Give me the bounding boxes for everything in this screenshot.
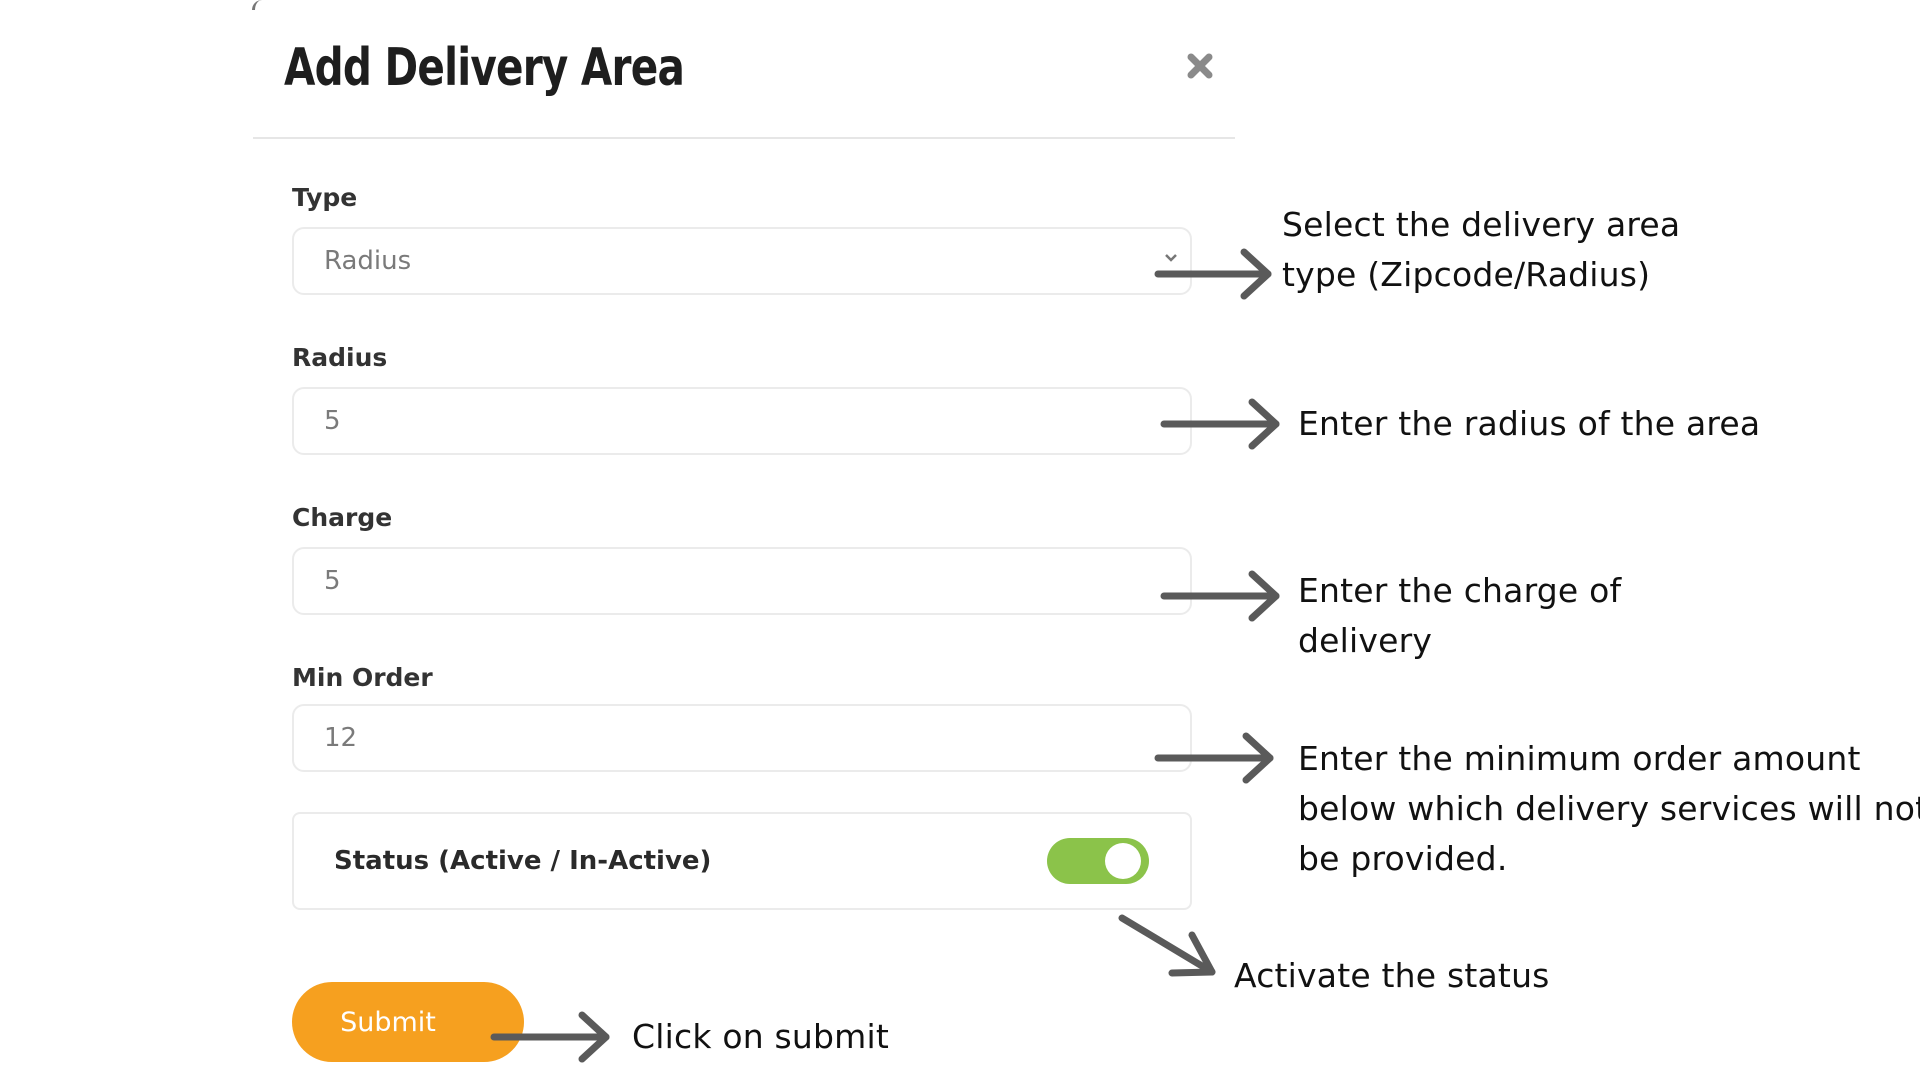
radius-input[interactable]: 5 <box>292 387 1192 455</box>
chevron-down-icon <box>1165 254 1177 262</box>
close-button[interactable] <box>1186 52 1214 80</box>
close-icon <box>1187 53 1213 79</box>
type-label: Type <box>292 183 358 212</box>
annotation-min-order-line-1: Enter the minimum order amount <box>1298 739 1861 778</box>
annotation-charge-line-2: delivery <box>1298 621 1433 660</box>
annotation-type: Select the delivery area type (Zipcode/R… <box>1282 200 1680 300</box>
annotation-submit: Click on submit <box>632 1012 889 1062</box>
annotation-charge: Enter the charge of delivery <box>1298 566 1621 666</box>
radius-label: Radius <box>292 343 388 372</box>
min-order-input-value: 12 <box>324 723 358 753</box>
corner-mark <box>252 0 265 10</box>
status-toggle[interactable] <box>1047 838 1149 884</box>
min-order-label: Min Order <box>292 663 433 692</box>
type-select[interactable]: Radius <box>292 227 1192 295</box>
header-divider <box>253 137 1235 139</box>
submit-button[interactable]: Submit <box>292 982 524 1062</box>
status-label: Status (Active / In-Active) <box>334 846 712 876</box>
annotation-radius-line-1: Enter the radius of the area <box>1298 404 1761 443</box>
annotation-submit-line-1: Click on submit <box>632 1017 890 1056</box>
radius-input-value: 5 <box>324 406 341 436</box>
annotation-charge-line-1: Enter the charge of <box>1298 571 1622 610</box>
annotation-type-line-1: Select the delivery area <box>1282 205 1681 244</box>
charge-input-value: 5 <box>324 566 341 596</box>
charge-input[interactable]: 5 <box>292 547 1192 615</box>
arrow-icon-status <box>1118 914 1216 977</box>
type-select-value: Radius <box>324 246 412 276</box>
status-row: Status (Active / In-Active) <box>292 812 1192 910</box>
annotation-status: Activate the status <box>1234 951 1550 1001</box>
min-order-input[interactable]: 12 <box>292 704 1192 772</box>
toggle-knob <box>1105 843 1141 879</box>
annotation-status-line-1: Activate the status <box>1234 956 1550 995</box>
modal-title: Add Delivery Area <box>284 38 685 98</box>
annotation-min-order-line-3: be provided. <box>1298 839 1508 878</box>
annotation-min-order: Enter the minimum order amount below whi… <box>1298 734 1920 884</box>
annotation-min-order-line-2: below which delivery services will not <box>1298 789 1920 828</box>
annotation-radius: Enter the radius of the area <box>1298 399 1760 449</box>
annotation-type-line-2: type (Zipcode/Radius) <box>1282 255 1651 294</box>
charge-label: Charge <box>292 503 393 532</box>
